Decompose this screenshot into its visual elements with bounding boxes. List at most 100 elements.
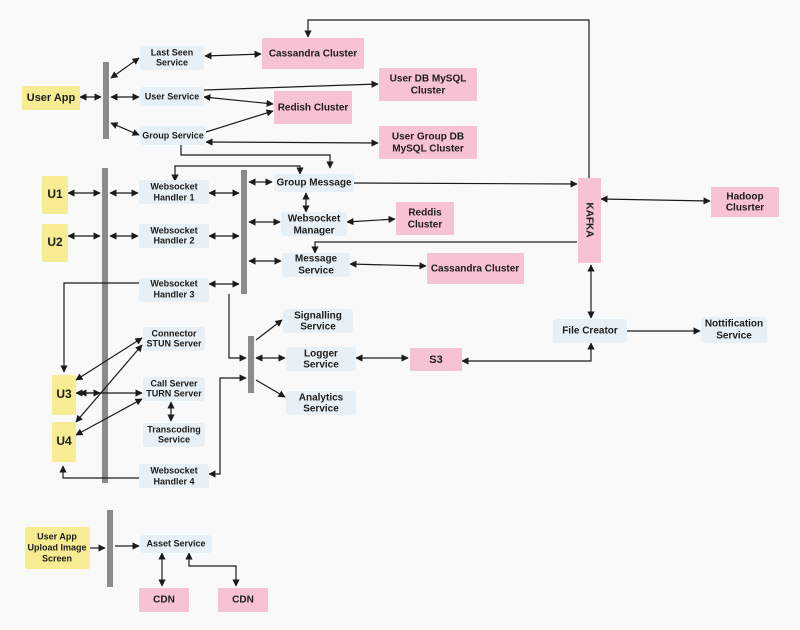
u3-label: U3 [56, 387, 72, 401]
ws-handler-2-line-2: Handler 2 [153, 235, 194, 245]
node-ws-manager[interactable]: Websocket Manager [281, 212, 347, 237]
node-signalling[interactable]: Signalling Service [283, 309, 353, 333]
node-cdn-2[interactable]: CDN [218, 588, 268, 612]
node-group-message[interactable]: Group Message [274, 174, 354, 192]
u1-label: U1 [47, 187, 63, 201]
node-group-service[interactable]: Group Service [140, 126, 206, 145]
asset-service-label: Asset Service [146, 538, 205, 548]
node-user-app[interactable]: User App [22, 86, 80, 110]
hadoop-cluster-line-1: Hadoop [726, 192, 763, 203]
connector-stun-line-2: STUN Server [146, 338, 202, 348]
logger-line-1: Logger [304, 349, 338, 360]
analytics-line-2: Service [303, 404, 339, 415]
node-u1[interactable]: U1 [42, 176, 68, 214]
user-group-db-line-1: User Group DB [392, 132, 464, 143]
upload-screen-line-3: Screen [42, 553, 72, 563]
call-turn-line-2: TURN Server [146, 388, 202, 398]
node-kafka[interactable]: KAFKA [578, 178, 601, 263]
ws-handler-4-line-1: Websocket [150, 465, 197, 475]
notification-line-2: Service [716, 331, 752, 342]
node-cdn-1[interactable]: CDN [139, 588, 189, 612]
node-u3[interactable]: U3 [52, 375, 76, 415]
load-balancer-bar-logger [248, 336, 254, 393]
node-logger[interactable]: Logger Service [286, 347, 356, 371]
node-user-service[interactable]: User Service [140, 87, 204, 106]
node-last-seen-service[interactable]: Last Seen Service [140, 46, 204, 70]
node-cassandra-cluster-1[interactable]: Cassandra Cluster [262, 38, 364, 69]
node-message-service[interactable]: Message Service [282, 253, 350, 277]
user-service-label: User Service [145, 91, 200, 101]
u2-label: U2 [47, 235, 63, 249]
load-balancer-bar-websocket [241, 170, 247, 294]
group-message-label: Group Message [276, 178, 351, 189]
node-ws-handler-2[interactable]: Websocket Handler 2 [139, 224, 209, 248]
node-asset-service[interactable]: Asset Service [140, 535, 212, 553]
call-turn-line-1: Call Server [150, 378, 198, 388]
logger-line-2: Service [303, 360, 339, 371]
signalling-line-2: Service [300, 322, 336, 333]
user-db-line-2: Cluster [411, 86, 446, 97]
node-user-db[interactable]: User DB MySQL Cluster [379, 68, 477, 101]
load-balancer-bar-upload [107, 510, 113, 587]
reddis-cluster-line-1: Reddis [408, 208, 442, 219]
node-redish-cluster[interactable]: Redish Cluster [274, 91, 352, 124]
node-analytics[interactable]: Analytics Service [286, 391, 356, 415]
user-db-line-1: User DB MySQL [390, 74, 467, 85]
user-group-db-line-2: MySQL Cluster [392, 144, 464, 155]
user-app-label: User App [27, 92, 76, 104]
s3-label: S3 [429, 354, 442, 366]
ws-handler-3-line-1: Websocket [150, 278, 197, 288]
reddis-cluster-line-2: Cluster [408, 220, 443, 231]
ws-handler-1-line-2: Handler 1 [153, 192, 194, 202]
ws-handler-4-line-2: Handler 4 [153, 476, 194, 486]
message-service-line-2: Service [298, 266, 334, 277]
node-notification-service[interactable]: Nottification Service [701, 317, 767, 343]
signalling-line-1: Signalling [294, 311, 342, 322]
hadoop-cluster-line-2: Clusrter [726, 203, 764, 214]
node-u4[interactable]: U4 [52, 422, 76, 462]
last-seen-line-1: Last Seen [151, 47, 194, 57]
node-reddis-cluster[interactable]: Reddis Cluster [396, 202, 454, 235]
cdn-2-label: CDN [232, 595, 254, 606]
node-u2[interactable]: U2 [42, 224, 68, 262]
node-file-creator[interactable]: File Creator [553, 319, 627, 343]
node-user-group-db[interactable]: User Group DB MySQL Cluster [379, 126, 477, 159]
node-transcoding[interactable]: Transcoding Service [143, 423, 205, 447]
group-service-label: Group Service [142, 130, 204, 140]
ws-manager-line-1: Websocket [288, 214, 341, 225]
node-call-turn[interactable]: Call Server TURN Server [143, 377, 205, 401]
kafka-label: KAFKA [583, 203, 594, 238]
ws-handler-1-line-1: Websocket [150, 181, 197, 191]
file-creator-label: File Creator [562, 326, 618, 337]
connector-stun-line-1: Connector [152, 328, 197, 338]
load-balancer-bar-main [102, 168, 108, 483]
load-balancer-bar-top [103, 62, 109, 139]
node-upload-screen[interactable]: User App Upload Image Screen [25, 527, 90, 569]
node-s3[interactable]: S3 [410, 348, 462, 371]
transcoding-line-1: Transcoding [147, 424, 201, 434]
last-seen-line-2: Service [156, 57, 188, 67]
edges [59, 19, 711, 587]
ws-handler-2-line-1: Websocket [150, 225, 197, 235]
transcoding-line-2: Service [158, 434, 190, 444]
u4-label: U4 [56, 434, 72, 448]
node-ws-handler-1[interactable]: Websocket Handler 1 [139, 180, 209, 204]
redish-cluster-label: Redish Cluster [278, 103, 349, 114]
cassandra-cluster-2-label: Cassandra Cluster [431, 264, 519, 275]
analytics-line-1: Analytics [299, 393, 344, 404]
cassandra-cluster-1-label: Cassandra Cluster [269, 49, 357, 60]
node-ws-handler-4[interactable]: Websocket Handler 4 [139, 464, 209, 488]
message-service-line-1: Message [295, 254, 338, 265]
node-ws-handler-3[interactable]: Websocket Handler 3 [139, 278, 209, 302]
ws-manager-line-2: Manager [293, 226, 334, 237]
ws-handler-3-line-2: Handler 3 [153, 289, 194, 299]
node-hadoop-cluster[interactable]: Hadoop Clusrter [711, 187, 779, 217]
node-cassandra-cluster-2[interactable]: Cassandra Cluster [427, 253, 524, 284]
upload-screen-line-2: Upload Image [27, 542, 86, 552]
notification-line-1: Nottification [705, 319, 763, 330]
cdn-1-label: CDN [153, 595, 175, 606]
upload-screen-line-1: User App [37, 531, 77, 541]
node-connector-stun[interactable]: Connector STUN Server [143, 327, 205, 351]
